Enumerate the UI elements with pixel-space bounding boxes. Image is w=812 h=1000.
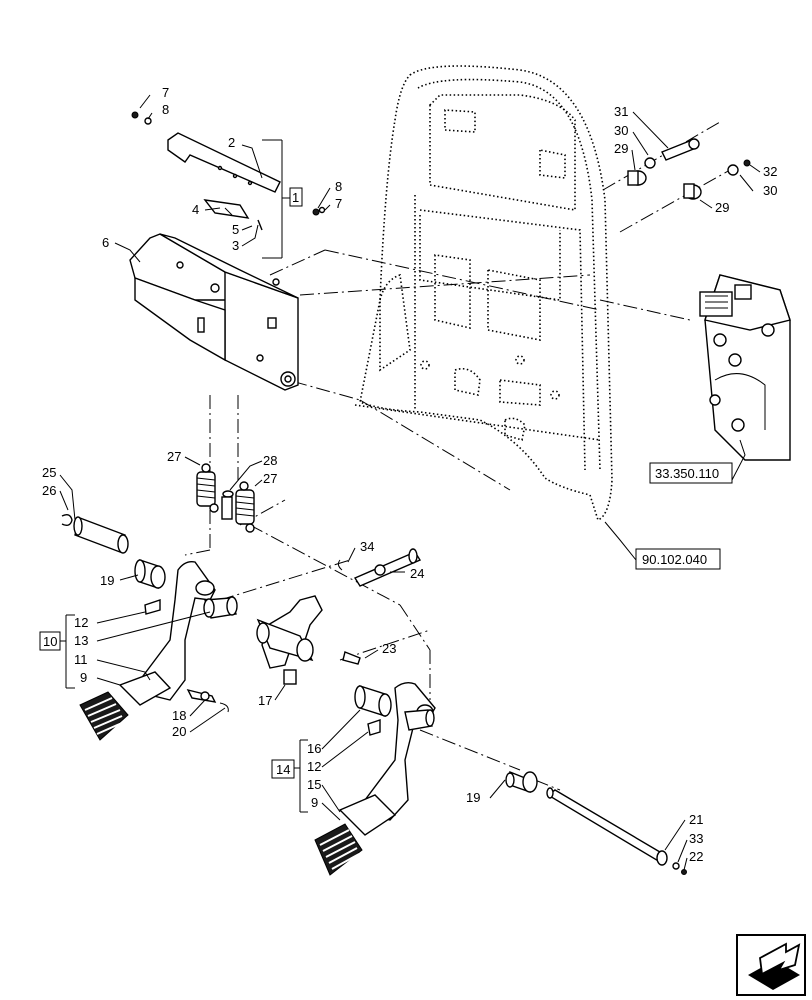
callout-8-top: 8 <box>162 102 169 117</box>
callout-4: 4 <box>192 202 199 217</box>
right-pedal-assembly <box>314 681 436 876</box>
callout-33: 33 <box>689 831 703 846</box>
reference-box-10 <box>39 614 75 689</box>
callout-3: 3 <box>232 238 239 253</box>
pedal-support-bracket <box>129 233 299 391</box>
reference-code-a-label: 33.350.110 <box>655 466 719 481</box>
valve-module <box>699 274 791 461</box>
callout-9-right: 9 <box>311 795 318 810</box>
callout-21: 21 <box>689 812 703 827</box>
callout-19-right: 19 <box>466 790 480 805</box>
callout-5: 5 <box>232 222 239 237</box>
part-labels: 7 8 2 1 8 7 4 5 3 6 31 30 29 32 30 29 27… <box>42 85 777 864</box>
callout-23: 23 <box>382 641 396 656</box>
callout-16: 16 <box>307 741 321 756</box>
callout-12-right: 12 <box>307 759 321 774</box>
callout-7-right: 7 <box>335 196 342 211</box>
center-pivot-arm <box>186 548 422 713</box>
callout-30-right: 30 <box>763 183 777 198</box>
reference-box-14 <box>271 739 308 813</box>
reference-code-b[interactable]: 90.102.040 <box>635 548 721 570</box>
left-pedal-assembly <box>79 560 238 741</box>
callout-31: 31 <box>614 104 628 119</box>
callout-18: 18 <box>172 708 186 723</box>
callout-29-left: 29 <box>614 141 628 156</box>
leader-lines <box>59 94 761 871</box>
callout-22: 22 <box>689 849 703 864</box>
callout-25: 25 <box>42 465 56 480</box>
callout-12-left: 12 <box>74 615 88 630</box>
callout-27-left: 27 <box>167 449 181 464</box>
callout-24: 24 <box>410 566 424 581</box>
reference-code-a[interactable]: 33.350.110 <box>649 462 733 484</box>
callout-17: 17 <box>258 693 272 708</box>
callout-9-left: 9 <box>80 670 87 685</box>
reference-code-b-label: 90.102.040 <box>642 552 707 567</box>
cab-frame-dotted <box>354 65 613 522</box>
callout-29-right: 29 <box>715 200 729 215</box>
callout-14-box: 14 <box>276 762 290 777</box>
callout-34: 34 <box>360 539 374 554</box>
callout-20: 20 <box>172 724 186 739</box>
next-page-arrow-icon[interactable] <box>736 934 806 996</box>
callout-19-left: 19 <box>100 573 114 588</box>
callout-2: 2 <box>228 135 235 150</box>
reference-box-1 <box>262 139 303 259</box>
callout-26: 26 <box>42 483 56 498</box>
bracket-plate-assembly <box>131 111 326 231</box>
frame-fasteners <box>627 138 751 200</box>
callout-13: 13 <box>74 633 88 648</box>
callout-6: 6 <box>102 235 109 250</box>
callout-27-right: 27 <box>263 471 277 486</box>
callout-11: 11 <box>74 652 88 667</box>
right-shaft <box>505 770 687 875</box>
return-springs <box>196 463 255 533</box>
callout-15: 15 <box>307 777 321 792</box>
callout-32: 32 <box>763 164 777 179</box>
callout-10-box: 10 <box>43 634 57 649</box>
left-shaft-bushing <box>61 513 166 589</box>
callout-8-right: 8 <box>335 179 342 194</box>
callout-7-top: 7 <box>162 85 169 100</box>
alignment-lines <box>184 121 731 791</box>
callout-28: 28 <box>263 453 277 468</box>
callout-30-left: 30 <box>614 123 628 138</box>
callout-1: 1 <box>292 190 299 205</box>
